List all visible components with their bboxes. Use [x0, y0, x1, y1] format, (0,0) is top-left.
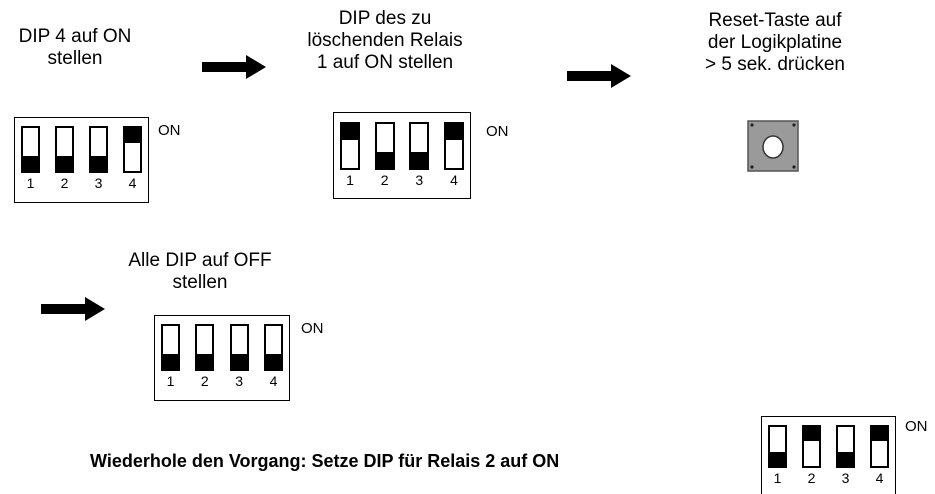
dip-switch-1-off — [21, 126, 40, 173]
dip-switch-number: 3 — [415, 172, 424, 188]
dip-switch-2-off — [374, 122, 395, 170]
dip-on-label: ON — [905, 418, 928, 435]
dip-switch-number: 3 — [841, 470, 850, 486]
dip-switch-1-off — [161, 324, 180, 371]
dip-switch-number: 4 — [128, 175, 137, 191]
dip-switch-final: 1 2 3 4 — [761, 416, 896, 494]
dip-switch-number: 2 — [60, 175, 69, 191]
dip-switch-number: 4 — [269, 373, 278, 389]
step1-caption: DIP 4 auf ON stellen — [18, 26, 132, 69]
dip-on-label: ON — [486, 123, 509, 140]
dip-switch-4-on — [870, 425, 889, 468]
repeat-instruction: Wiederhole den Vorgang: Setze DIP für Re… — [90, 451, 560, 471]
dip-switch-4-on — [444, 122, 464, 170]
dip-switch-3-off — [409, 122, 430, 170]
dip-switch-step4: 1 2 3 4 — [154, 315, 290, 401]
dip-switch-1-off — [768, 425, 787, 468]
reset-button-icon — [747, 120, 799, 172]
dip-switch-2-on — [802, 425, 821, 468]
dip-on-label: ON — [158, 122, 181, 139]
dip-switch-number: 3 — [235, 373, 244, 389]
dip-switch-number: 2 — [380, 172, 389, 188]
dip-switch-step1: 1 2 3 4 — [14, 117, 149, 203]
step3-caption: Reset-Taste auf der Logikplatine > 5 sek… — [705, 10, 845, 75]
dip-switch-number: 1 — [773, 470, 782, 486]
arrow-right-icon — [41, 297, 105, 321]
dip-switch-number: 3 — [94, 175, 103, 191]
arrow-right-icon — [567, 64, 631, 88]
dip-switch-3-off — [836, 425, 855, 468]
step4-caption: Alle DIP auf OFF stellen — [128, 250, 272, 293]
dip-switch-number: 1 — [166, 373, 175, 389]
dip-switch-number: 2 — [200, 373, 209, 389]
dip-switch-4-on — [123, 126, 142, 173]
dip-switch-number: 4 — [875, 470, 884, 486]
dip-switch-4-off — [264, 324, 283, 371]
dip-switch-step2: 1 2 3 4 — [333, 112, 471, 199]
dip-switch-number: 1 — [26, 175, 35, 191]
dip-on-label: ON — [301, 320, 324, 337]
dip-switch-number: 2 — [807, 470, 816, 486]
dip-switch-3-off — [229, 324, 249, 371]
dip-switch-1-on — [340, 122, 360, 170]
arrow-right-icon — [202, 55, 266, 79]
dip-switch-3-off — [89, 126, 108, 173]
step2-caption: DIP des zu löschenden Relais 1 auf ON st… — [307, 8, 463, 73]
dip-switch-2-off — [55, 126, 74, 173]
dip-switch-number: 1 — [346, 172, 354, 188]
dip-switch-2-off — [195, 324, 215, 371]
dip-switch-number: 4 — [450, 172, 458, 188]
